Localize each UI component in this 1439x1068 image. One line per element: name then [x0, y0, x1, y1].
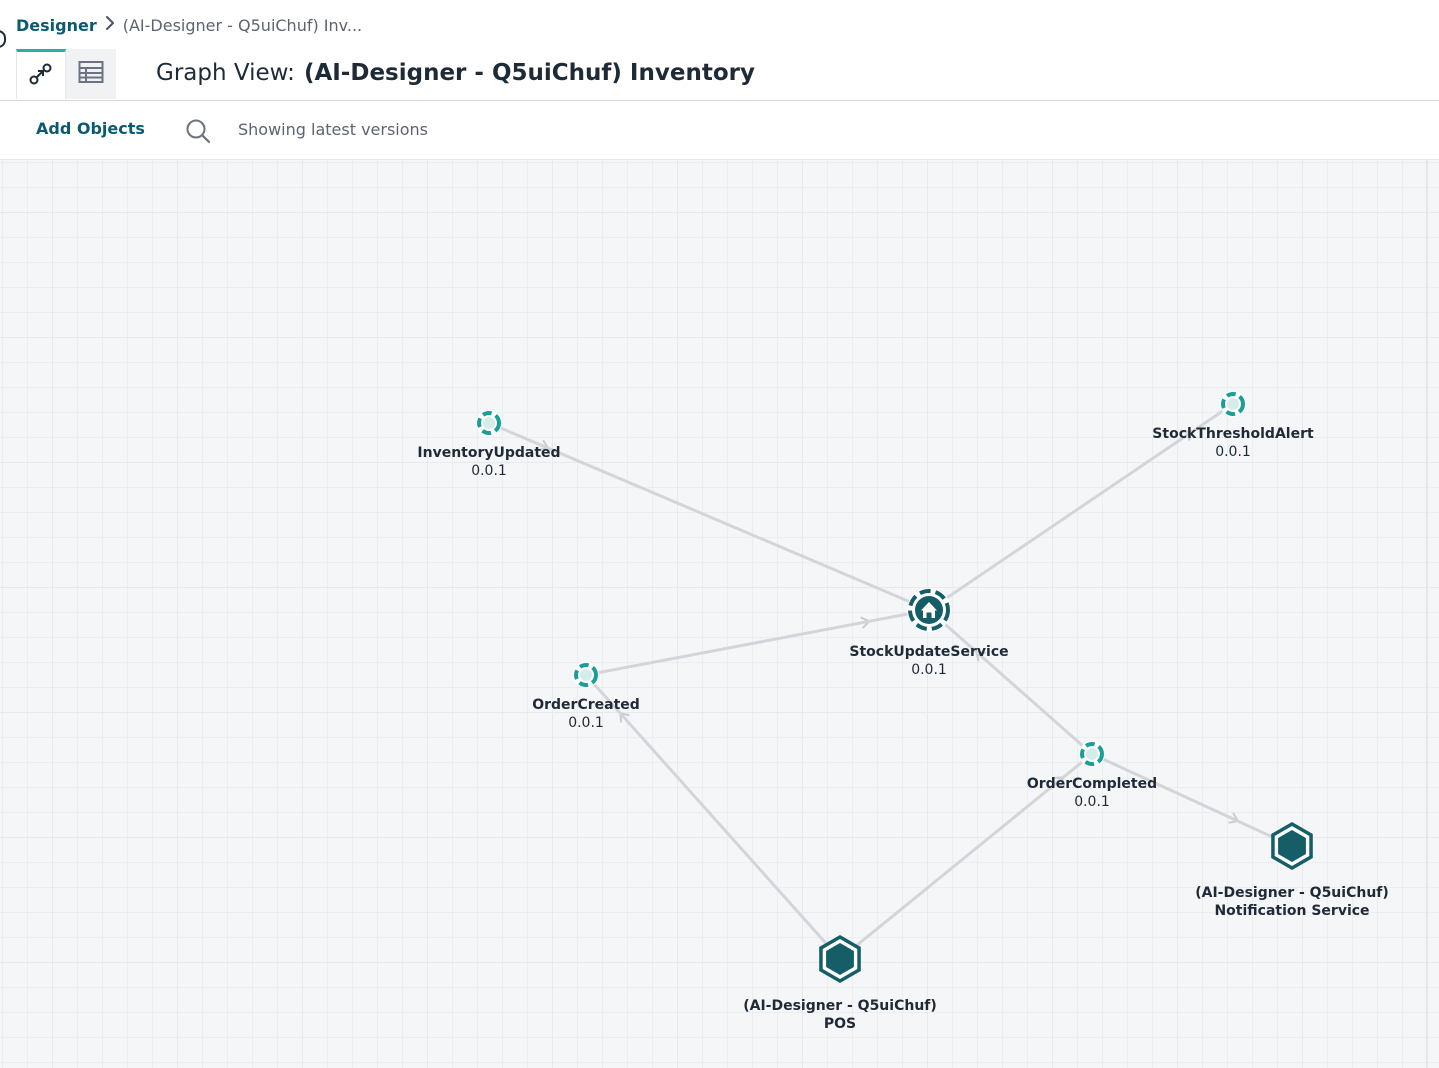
breadcrumb-designer-link[interactable]: Designer — [16, 15, 97, 35]
graph-edge[interactable] — [928, 608, 1093, 756]
nodes-layer: InventoryUpdated0.0.1StockThresholdAlert… — [417, 391, 1389, 1032]
event-icon — [1220, 391, 1246, 417]
add-objects-button[interactable]: Add Objects — [36, 119, 145, 138]
page-title: Graph View: (AI-Designer - Q5uiChuf) Inv… — [156, 56, 755, 90]
app-header: Designer (AI-Designer - Q5uiChuf) Inv... — [0, 0, 1439, 101]
graph-toolbar: Add Objects Showing latest versions — [0, 101, 1439, 160]
node-label: OrderCompleted — [1027, 776, 1157, 792]
tab-graph-view[interactable] — [16, 49, 66, 99]
table-icon — [78, 60, 104, 88]
view-tabs — [16, 49, 116, 99]
node-label: InventoryUpdated — [417, 445, 560, 461]
node-version: 0.0.1 — [911, 662, 947, 678]
breadcrumb-current: (AI-Designer - Q5uiChuf) Inv... — [122, 15, 363, 35]
edges-layer — [488, 402, 1293, 961]
event-icon — [573, 662, 599, 688]
chevron-right-icon — [105, 16, 115, 34]
canvas-border — [1426, 160, 1427, 1068]
node-label: (AI-Designer - Q5uiChuf) — [1195, 885, 1389, 901]
graph-node-pos[interactable]: (AI-Designer - Q5uiChuf) POS — [743, 935, 937, 1032]
graph-node-inventory-updated[interactable]: InventoryUpdated 0.0.1 — [417, 410, 561, 479]
node-label: (AI-Designer - Q5uiChuf) — [743, 998, 937, 1014]
node-label: OrderCreated — [532, 697, 640, 713]
graph-node-order-completed[interactable]: OrderCompleted 0.0.1 — [1027, 741, 1157, 810]
node-label: StockUpdateService — [849, 644, 1008, 660]
breadcrumb: Designer (AI-Designer - Q5uiChuf) Inv... — [16, 13, 362, 37]
sidebar-edge-icon — [0, 30, 6, 48]
node-version: Notification Service — [1214, 903, 1369, 919]
graph-svg: InventoryUpdated0.0.1StockThresholdAlert… — [417, 391, 1389, 1032]
graph-node-stock-update-service[interactable]: StockUpdateService 0.0.1 — [849, 588, 1009, 678]
page-title-prefix: Graph View: — [156, 60, 295, 86]
version-filter-status: Showing latest versions — [238, 120, 428, 139]
node-version: 0.0.1 — [471, 463, 507, 479]
event-icon — [476, 410, 502, 436]
graph-edge[interactable] — [585, 608, 930, 677]
application-hexagon-icon — [1271, 822, 1313, 870]
node-version: 0.0.1 — [1074, 794, 1110, 810]
event-icon — [1079, 741, 1105, 767]
service-icon — [907, 588, 951, 632]
search-icon[interactable] — [184, 117, 212, 145]
node-version: 0.0.1 — [1215, 444, 1251, 460]
node-label: StockThresholdAlert — [1152, 426, 1314, 442]
graph-icon — [28, 61, 54, 91]
page-title-name: (AI-Designer - Q5uiChuf) Inventory — [303, 60, 755, 86]
graph-node-stock-threshold-alert[interactable]: StockThresholdAlert 0.0.1 — [1152, 391, 1314, 460]
graph-node-notification-service[interactable]: (AI-Designer - Q5uiChuf) Notification Ser… — [1195, 822, 1389, 919]
graph-edge[interactable] — [584, 674, 842, 960]
graph-node-order-created[interactable]: OrderCreated 0.0.1 — [532, 662, 640, 731]
graph-edge[interactable] — [1091, 752, 1293, 848]
node-version: 0.0.1 — [568, 715, 604, 731]
tab-table-view[interactable] — [66, 49, 116, 99]
node-version: POS — [824, 1016, 856, 1032]
application-hexagon-icon — [819, 935, 861, 983]
